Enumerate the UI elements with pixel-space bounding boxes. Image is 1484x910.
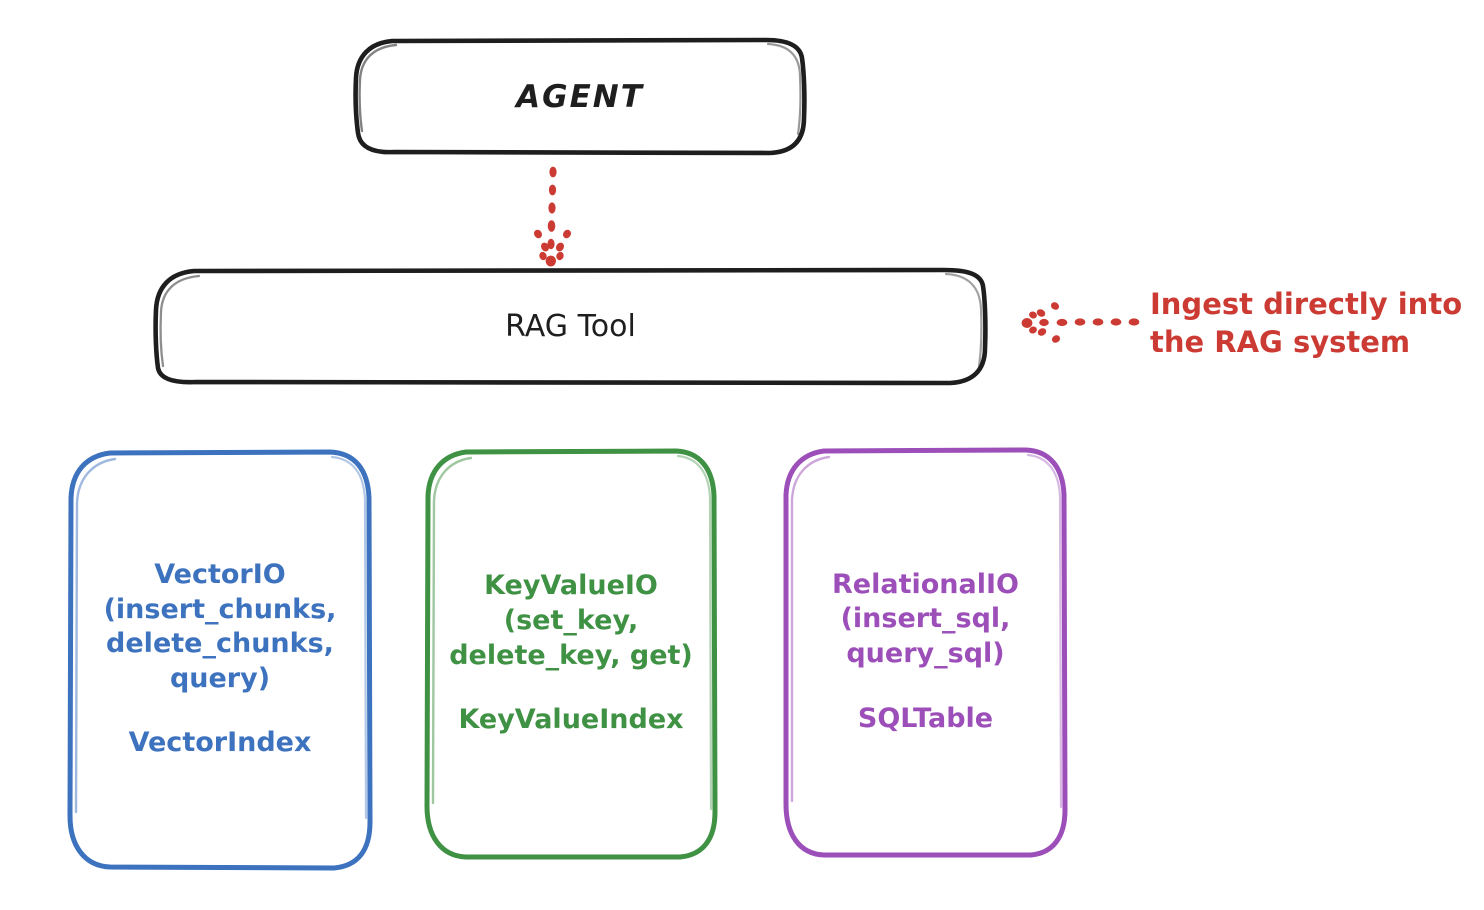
key-value-io-node-shape[interactable] (424, 448, 718, 860)
vector-io-node-shape[interactable] (67, 449, 373, 871)
relational-io-node-shape[interactable] (783, 447, 1068, 858)
agent-to-rag-tool-arrow (533, 166, 572, 267)
agent-node-shape[interactable] (353, 37, 807, 156)
rag-tool-node-shape[interactable] (153, 267, 988, 386)
ingest-arrow (1021, 302, 1140, 343)
